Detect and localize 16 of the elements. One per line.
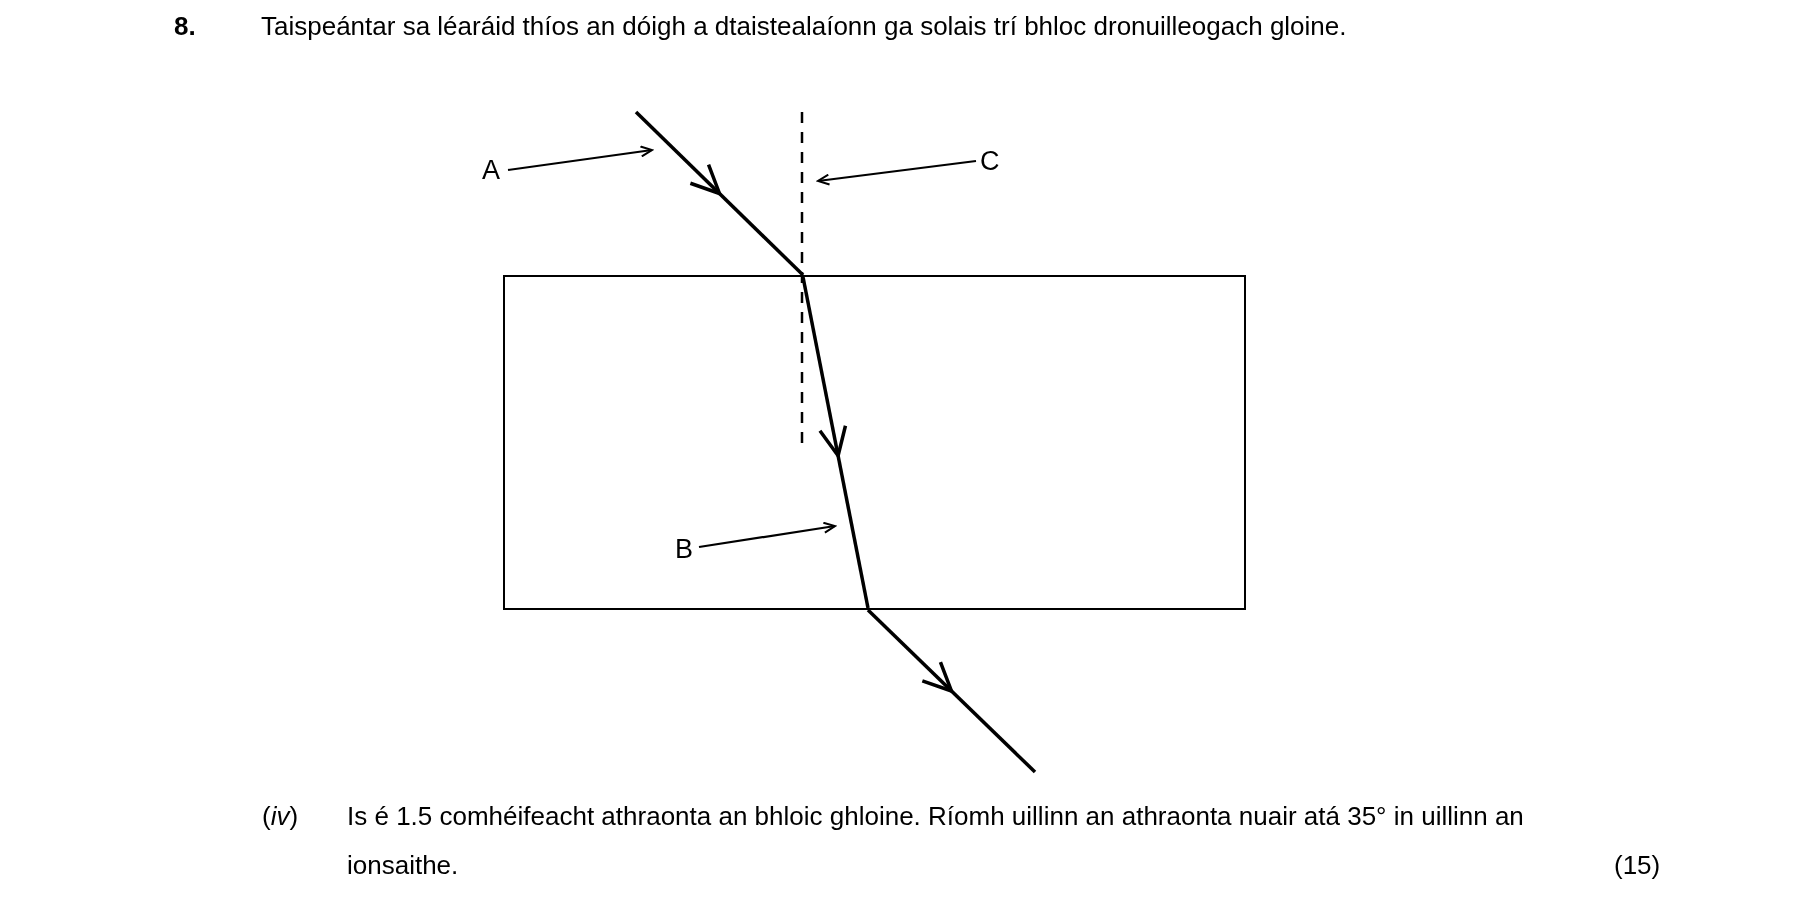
question-title: Taispeántar sa léaráid thíos an dóigh a dtaistealaíonn ga solais trí bhloc dronuilleogach gloine.	[261, 10, 1347, 42]
marks: (15)	[1614, 849, 1661, 881]
normal-line	[800, 112, 804, 444]
question-text: Is é 1.5 comhéifeacht athraonta an bhloic ghloine. Ríomh uillinn an athraonta nuair atá 35° in uillinn an ionsaithe.	[347, 800, 1525, 882]
glass-block	[503, 275, 1246, 610]
part-number: (iv)	[262, 800, 299, 832]
leader-line	[817, 159, 977, 186]
part-label: B	[673, 534, 695, 564]
part-label: A	[480, 155, 502, 185]
light-ray	[800, 276, 870, 608]
part-label: C	[978, 146, 1002, 176]
leader-line	[698, 521, 836, 549]
leader-line	[507, 145, 653, 172]
light-ray	[866, 608, 1037, 774]
light-ray	[634, 110, 805, 277]
question-number: 8.	[174, 10, 196, 42]
